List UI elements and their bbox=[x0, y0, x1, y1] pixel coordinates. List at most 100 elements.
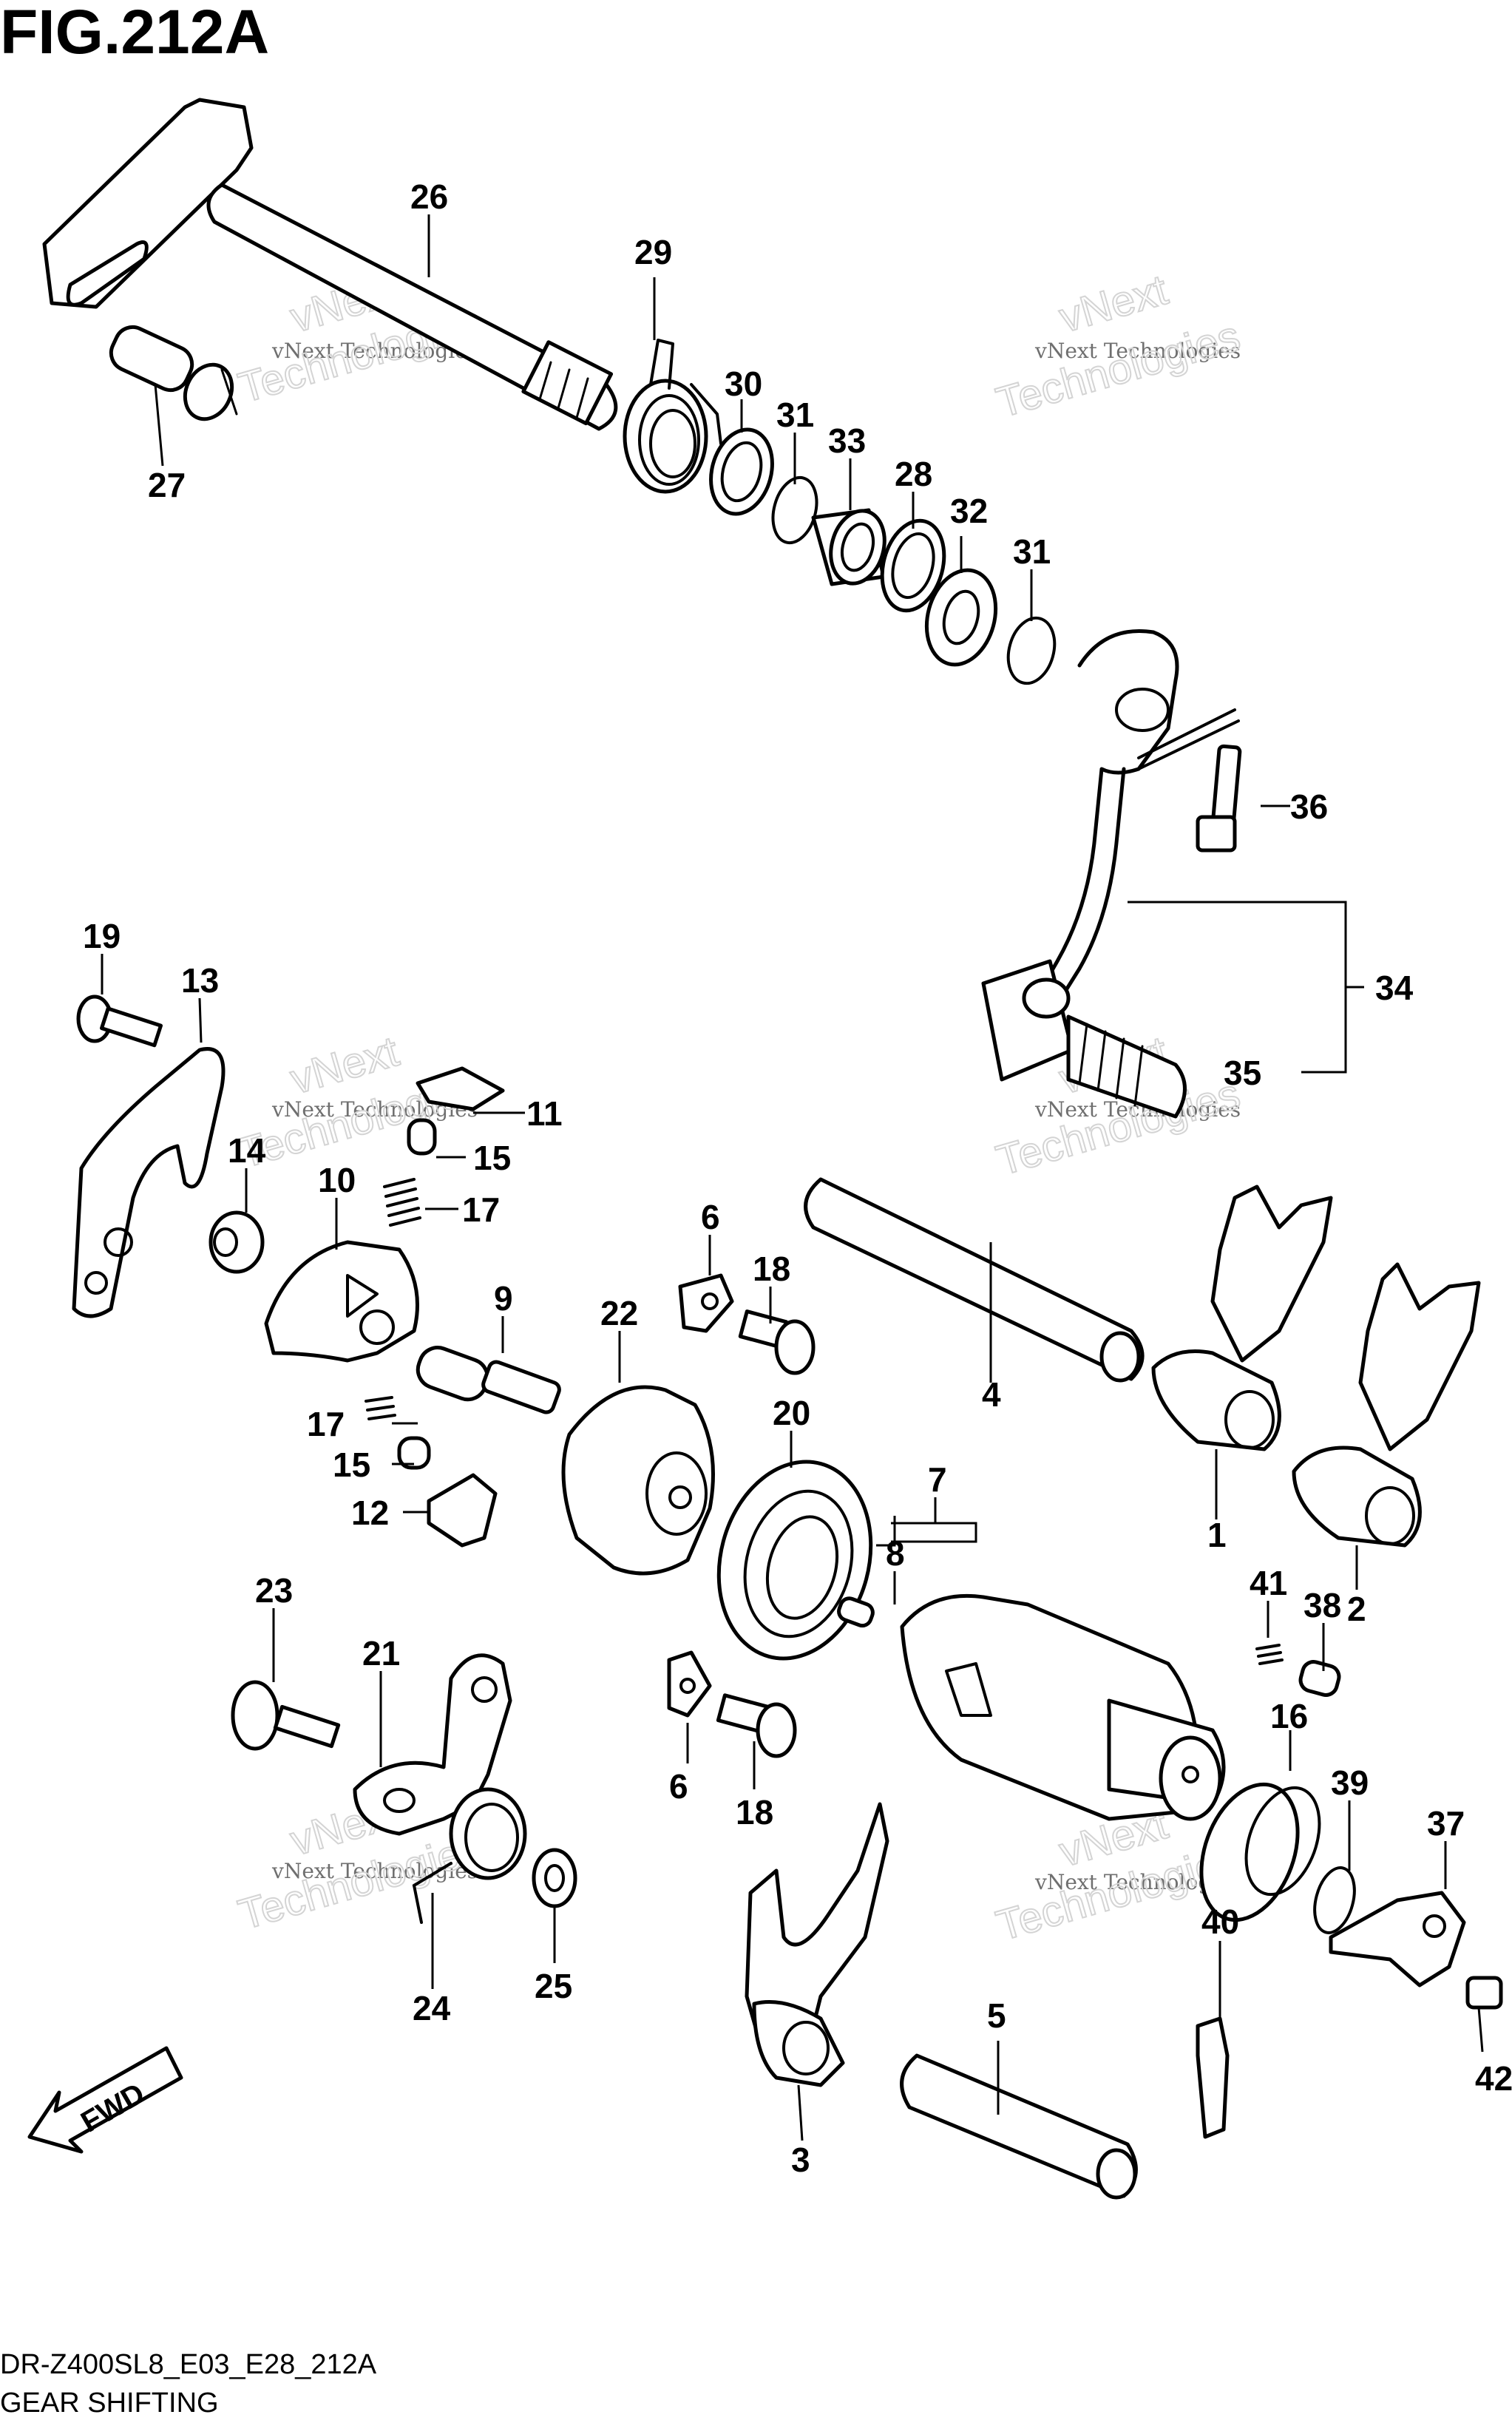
callout-label: 7 bbox=[928, 1460, 947, 1499]
part-plate-6b bbox=[667, 1650, 712, 1718]
part-pin-14 bbox=[209, 1210, 265, 1274]
callout-label: 3 bbox=[791, 2141, 810, 2179]
part-bearing-20 bbox=[716, 1460, 873, 1661]
part-o-ring-39 bbox=[1313, 1866, 1356, 1934]
part-shift-fork-3 bbox=[745, 1802, 889, 2087]
callout-label: 22 bbox=[600, 1294, 638, 1332]
part-pawl-12 bbox=[427, 1473, 498, 1548]
part-washer-30 bbox=[709, 427, 774, 516]
callout-label: 17 bbox=[307, 1405, 345, 1443]
part-stopper-plate bbox=[72, 1047, 226, 1318]
part-screw-18a bbox=[738, 1309, 816, 1375]
part-oil-seal-28 bbox=[880, 518, 946, 613]
callout-label: 17 bbox=[462, 1190, 500, 1229]
part-screw-19 bbox=[76, 994, 163, 1048]
part-shift-drum-7 bbox=[900, 1593, 1226, 1821]
fwd-arrow: FWD bbox=[27, 2046, 183, 2154]
callout-label: 20 bbox=[773, 1394, 810, 1432]
callout-label: 33 bbox=[828, 421, 866, 460]
callout-label: 35 bbox=[1224, 1054, 1261, 1092]
part-bolt-9 bbox=[416, 1346, 561, 1414]
part-spring-17b bbox=[365, 1396, 396, 1420]
part-screw-18b bbox=[716, 1693, 797, 1758]
callout-label: 11 bbox=[526, 1094, 563, 1133]
callout-label: 18 bbox=[736, 1793, 773, 1831]
part-washer-32 bbox=[924, 568, 998, 667]
part-shift-fork-1 bbox=[1151, 1185, 1333, 1451]
callout-label: 10 bbox=[318, 1161, 356, 1199]
part-bearing-33 bbox=[811, 508, 886, 586]
part-fork-shaft-5 bbox=[900, 2053, 1138, 2200]
callout-label: 24 bbox=[413, 1989, 451, 2027]
part-pawl-11 bbox=[416, 1066, 505, 1111]
callout-label: 30 bbox=[725, 365, 762, 403]
callout-label: 41 bbox=[1250, 1564, 1287, 1602]
callout-label: 15 bbox=[333, 1446, 370, 1484]
callout-label: 23 bbox=[255, 1571, 293, 1610]
part-fork-shaft-4 bbox=[804, 1177, 1145, 1383]
callout-label: 6 bbox=[669, 1767, 688, 1806]
watermark-large: Technologies bbox=[991, 312, 1245, 427]
callout-label: 42 bbox=[1475, 2059, 1512, 2098]
callout-label: 2 bbox=[1347, 1590, 1366, 1628]
figure-title: FIG.212A bbox=[0, 0, 269, 67]
callout-label: 15 bbox=[473, 1139, 511, 1177]
callout-label: 9 bbox=[494, 1279, 513, 1318]
callout-label: 16 bbox=[1270, 1697, 1308, 1735]
callout-label: 1 bbox=[1207, 1516, 1227, 1554]
callout-label: 39 bbox=[1331, 1763, 1369, 1802]
part-return-spring bbox=[623, 339, 722, 494]
callout-label: 4 bbox=[982, 1375, 1001, 1414]
part-clamp-40 bbox=[1196, 2016, 1230, 2139]
part-sensor-37 bbox=[1329, 1891, 1466, 1987]
callout-label: 25 bbox=[535, 1967, 572, 2005]
callout-label: 8 bbox=[886, 1534, 905, 1573]
part-gearshift-lever bbox=[981, 628, 1240, 1119]
part-spring-24 bbox=[413, 1787, 527, 1924]
callout-label: 31 bbox=[776, 396, 814, 434]
part-shift-shaft bbox=[42, 98, 618, 431]
diagram-caption: GEAR SHIFTING bbox=[0, 2388, 219, 2419]
callout-label: 31 bbox=[1013, 532, 1051, 571]
callout-label: 38 bbox=[1303, 1586, 1341, 1624]
callout-label: 19 bbox=[83, 917, 121, 955]
part-bolt-36 bbox=[1196, 744, 1242, 853]
watermark-text: vNext Technologies bbox=[1034, 339, 1241, 363]
part-pin-15b bbox=[397, 1436, 431, 1470]
part-pin-15 bbox=[407, 1118, 437, 1156]
part-pin-8 bbox=[837, 1596, 875, 1628]
callout-label: 21 bbox=[362, 1634, 400, 1673]
part-washer-25 bbox=[532, 1848, 577, 1908]
callout-label: 18 bbox=[753, 1250, 790, 1288]
parts-artwork bbox=[42, 98, 1503, 2200]
callout-label: 13 bbox=[181, 961, 219, 1000]
part-pin-41 bbox=[1255, 1644, 1284, 1665]
callout-label: 40 bbox=[1201, 1902, 1239, 1941]
part-cam-plate-10 bbox=[264, 1240, 419, 1363]
callout-label: 5 bbox=[987, 1996, 1006, 2035]
callout-label: 32 bbox=[950, 492, 988, 530]
callout-label: 29 bbox=[634, 233, 672, 271]
part-bolt-23 bbox=[231, 1680, 341, 1751]
callout-label: 26 bbox=[410, 177, 448, 216]
part-plug-38 bbox=[1298, 1660, 1341, 1697]
part-spring-17 bbox=[383, 1178, 421, 1227]
part-plate-6a bbox=[678, 1273, 734, 1333]
part-shift-fork-2 bbox=[1292, 1262, 1481, 1548]
callout-label: 12 bbox=[351, 1494, 389, 1532]
part-bolt-27 bbox=[109, 325, 238, 421]
callout-label: 36 bbox=[1290, 787, 1328, 826]
part-bearing-16 bbox=[1199, 1782, 1321, 1922]
model-code: DR-Z400SL8_E03_E28_212A bbox=[0, 2349, 377, 2380]
callout-label: 34 bbox=[1375, 969, 1414, 1007]
watermark-text: vNext Technologies bbox=[271, 1859, 478, 1883]
part-cam-guide-22 bbox=[561, 1385, 715, 1576]
callout-label: 27 bbox=[148, 466, 186, 504]
callout-labels: 26 27 29 30 31 33 28 32 31 36 34 35 19 1… bbox=[83, 177, 1512, 2179]
callout-label: 28 bbox=[895, 455, 932, 493]
watermark-large: vNext bbox=[1054, 265, 1173, 342]
leader-lines bbox=[101, 214, 1484, 2141]
callout-label: 14 bbox=[228, 1131, 266, 1170]
part-bolt-42 bbox=[1465, 1976, 1503, 2010]
